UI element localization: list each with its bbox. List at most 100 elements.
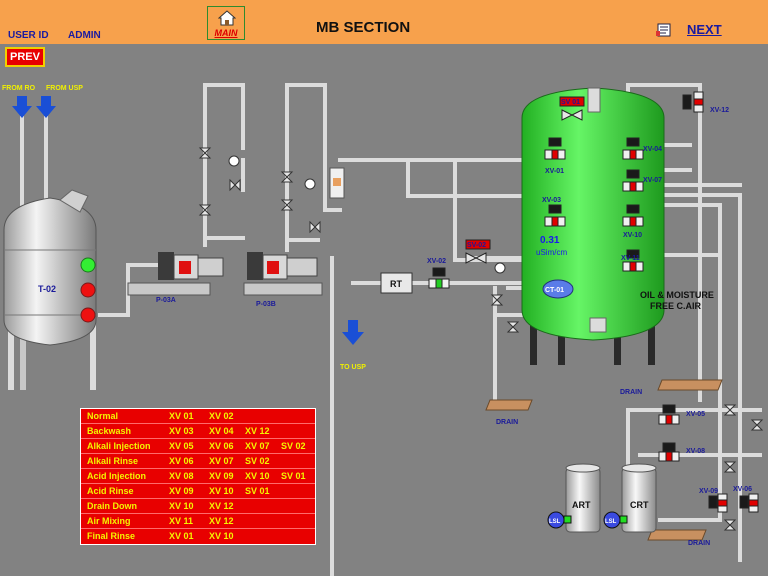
- tank-t02: [3, 189, 97, 390]
- to-usp-label: TO USP: [340, 364, 366, 371]
- mode-row: Air Mixing XV 11 XV 12: [81, 514, 315, 529]
- mode-valve: SV 01: [281, 471, 306, 481]
- oil-moisture-label: OIL & MOISTURE: [640, 290, 714, 300]
- mode-valve: SV 02: [245, 456, 270, 466]
- mode-valve: XV 10: [209, 531, 234, 541]
- mode-valve: XV 06: [169, 456, 194, 466]
- mode-valve: XV 10: [169, 501, 194, 511]
- valve-sv02-label: SV-02: [467, 242, 486, 249]
- mode-valve: XV 01: [169, 411, 194, 421]
- pump-p03b: [243, 252, 323, 296]
- valve-xv03-symbol: [544, 204, 566, 227]
- mode-valve-table: Normal XV 01 XV 02 Backwash XV 03 XV 04 …: [80, 408, 316, 545]
- tank-t02-label: T-02: [38, 284, 56, 294]
- mode-row: Normal XV 01 XV 02: [81, 409, 315, 424]
- pump-p03b-label: P-03B: [256, 301, 276, 308]
- mode-valve: SV 01: [245, 486, 270, 496]
- conductivity-value: 0.31: [540, 235, 560, 246]
- mode-valve: XV 05: [169, 441, 194, 451]
- home-icon: [218, 10, 236, 26]
- ct01-label: CT-01: [545, 287, 564, 294]
- pressure-gauges: [228, 155, 506, 274]
- valve-xv12-symbol: [682, 91, 704, 113]
- drain-label-2: DRAIN: [620, 389, 642, 396]
- from-ro-label: FROM RO: [2, 85, 36, 92]
- free-air-label: FREE C.AIR: [650, 301, 702, 311]
- actuated-valves: [428, 91, 759, 513]
- main-button-label: MAIN: [214, 28, 238, 38]
- mode-valve: XV 08: [169, 471, 194, 481]
- art-tank: [547, 463, 601, 533]
- mode-valve: XV 06: [209, 441, 234, 451]
- mode-valve: XV 10: [209, 486, 234, 496]
- user-name: ADMIN: [68, 30, 101, 41]
- mode-valve: XV 12: [209, 516, 234, 526]
- mode-name: Alkali Injection: [87, 441, 151, 451]
- mode-valve: SV 02: [281, 441, 306, 451]
- conductivity-unit: uSim/cm: [536, 248, 567, 257]
- mode-valve: XV 11: [169, 516, 194, 526]
- mode-valve: XV 07: [209, 456, 234, 466]
- mode-name: Final Rinse: [87, 531, 136, 541]
- crt-label: CRT: [630, 500, 649, 510]
- valve-xv01-label: XV-01: [545, 168, 564, 175]
- mode-valve: XV 01: [169, 531, 194, 541]
- valve-xv02-label: XV-02: [427, 258, 446, 265]
- mode-valve: XV 12: [209, 501, 234, 511]
- valve-xv06-symbol: [739, 493, 759, 513]
- valve-xv08-label: XV-08: [686, 448, 705, 455]
- prev-button[interactable]: PREV: [5, 47, 45, 67]
- mode-name: Drain Down: [87, 501, 138, 511]
- mode-row: Drain Down XV 10 XV 12: [81, 499, 315, 514]
- valve-xv05-label: XV-05: [686, 411, 705, 418]
- from-usp-label: FROM USP: [46, 85, 83, 92]
- valve-xv11-symbol: [622, 249, 644, 272]
- valve-xv02-symbol: [428, 267, 450, 289]
- valve-xv08-symbol: [658, 442, 680, 462]
- next-button[interactable]: NEXT: [687, 22, 722, 37]
- valve-labels: SV 01 SV-02 XV-01 XV-02 XV-03 XV-04 XV-0…: [427, 99, 752, 495]
- valve-xv04-symbol: [622, 137, 644, 160]
- valve-xv09-label: XV-09: [699, 488, 718, 495]
- valve-xv12-label: XV-12: [710, 107, 729, 114]
- manual-valves: [198, 147, 764, 531]
- mode-row: Backwash XV 03 XV 04 XV 12: [81, 424, 315, 439]
- lsl-art-label: LSL: [549, 519, 561, 525]
- main-button[interactable]: MAIN: [207, 6, 245, 40]
- drains: [485, 379, 723, 541]
- mode-row: Acid Injection XV 08 XV 09 XV 10 SV 01: [81, 469, 315, 484]
- valve-sv01-label: SV 01: [561, 99, 580, 106]
- mode-row: Final Rinse XV 01 XV 10: [81, 529, 315, 544]
- mode-name: Air Mixing: [87, 516, 131, 526]
- rt-box: [380, 272, 413, 294]
- mode-name: Normal: [87, 411, 119, 421]
- mode-name: Acid Rinse: [87, 486, 134, 496]
- mode-row: Alkali Rinse XV 06 XV 07 SV 02: [81, 454, 315, 469]
- valve-xv11-label: XV-11: [621, 255, 640, 262]
- header-bar: USER ID ADMIN MAIN MB SECTION NEXT: [0, 0, 768, 44]
- page-title: MB SECTION: [316, 19, 411, 36]
- lsl-crt-label: LSL: [605, 519, 617, 525]
- valve-sv01-symbol: [559, 96, 585, 121]
- mode-valve: XV 04: [209, 426, 234, 436]
- art-label: ART: [572, 500, 591, 510]
- valve-xv04-label: XV-04: [643, 146, 662, 153]
- mode-valve: XV 02: [209, 411, 234, 421]
- mode-valve: XV 09: [169, 486, 194, 496]
- valve-xv05-symbol: [658, 404, 680, 425]
- drain-label-3: DRAIN: [688, 540, 710, 547]
- valve-sv02-symbol: [465, 239, 491, 264]
- report-icon[interactable]: [655, 22, 673, 38]
- mode-name: Alkali Rinse: [87, 456, 139, 466]
- valve-xv07-label: XV-07: [643, 177, 662, 184]
- mode-name: Backwash: [87, 426, 132, 436]
- mode-name: Acid Injection: [87, 471, 147, 481]
- valve-xv06-label: XV-06: [733, 486, 752, 493]
- user-id-label: USER ID: [8, 30, 49, 41]
- mode-row: Alkali Injection XV 05 XV 06 XV 07 SV 02: [81, 439, 315, 454]
- valve-xv07-symbol: [622, 169, 644, 192]
- mode-valve: XV 09: [209, 471, 234, 481]
- pump-p03a: [127, 252, 224, 296]
- mode-valve: XV 12: [245, 426, 270, 436]
